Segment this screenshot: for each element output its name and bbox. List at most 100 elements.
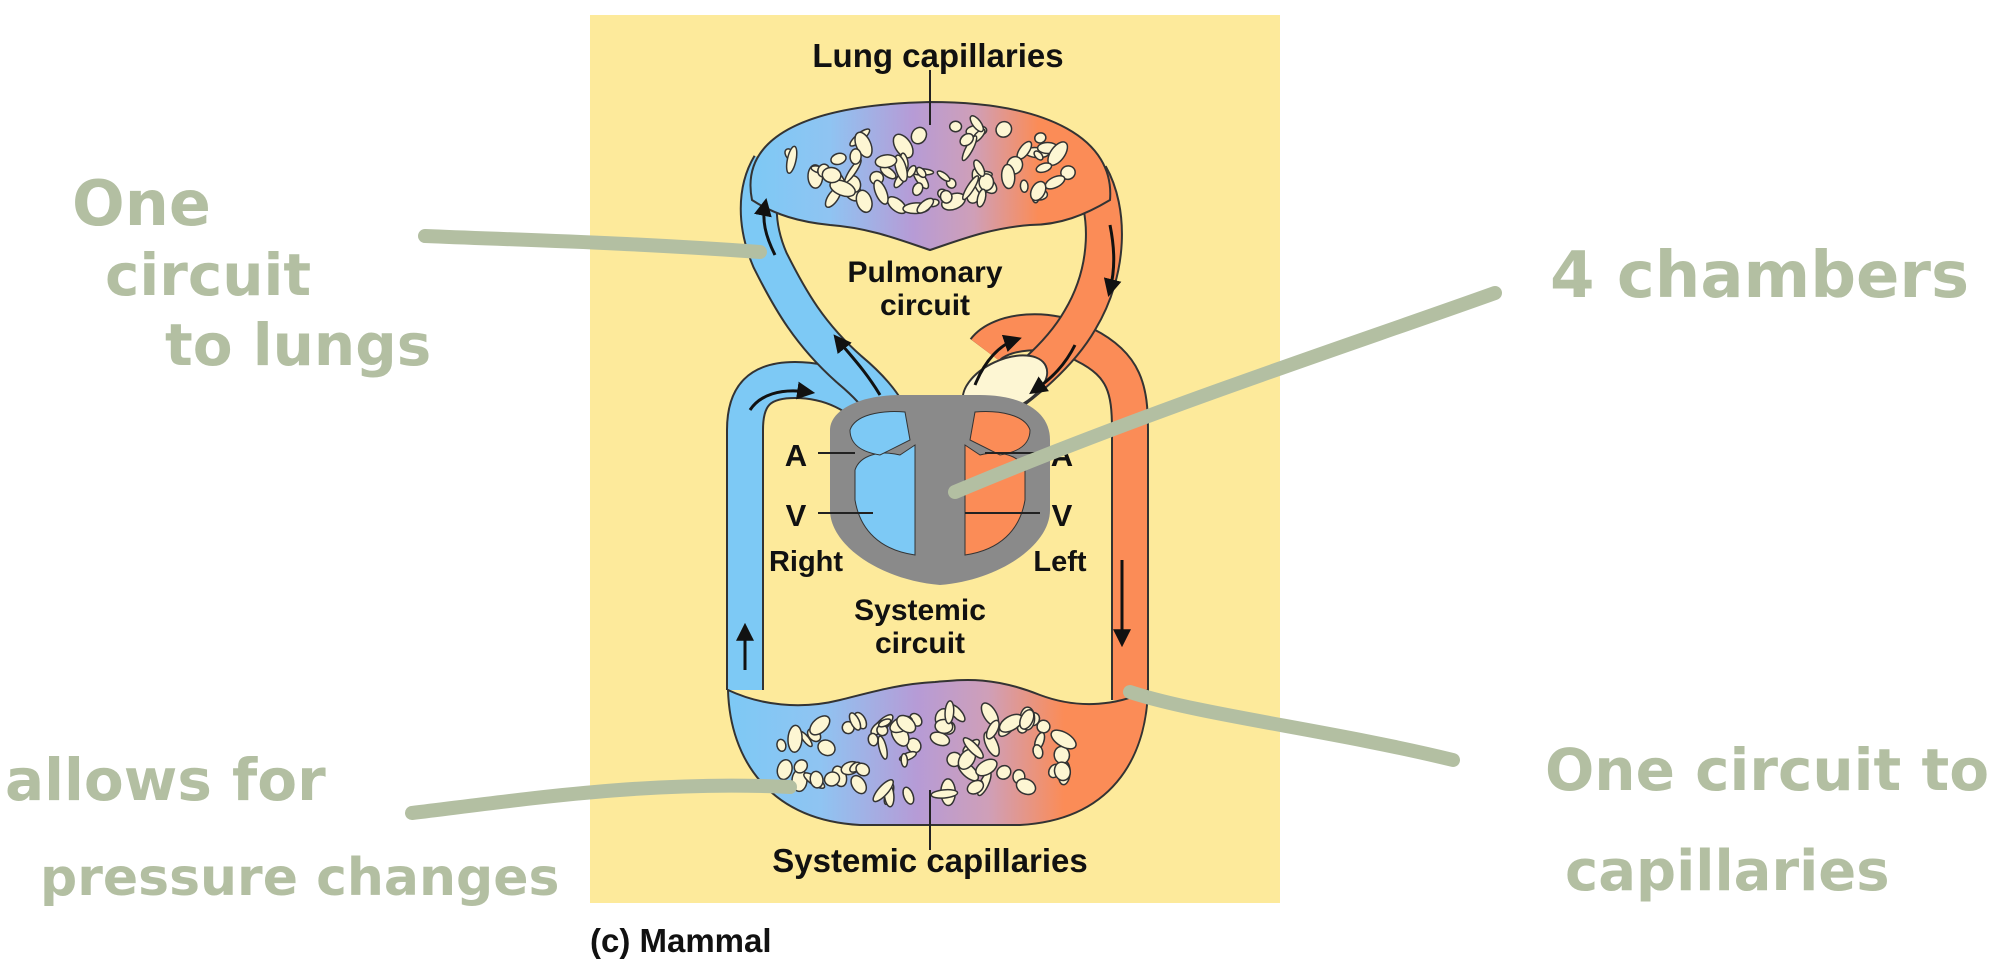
capillary-gap bbox=[996, 764, 1012, 780]
exchange-note-line-2: pressure changes bbox=[40, 848, 559, 908]
pulmonary-note-line-1: One bbox=[72, 167, 211, 240]
capillary-gap bbox=[855, 189, 873, 214]
right-atrium bbox=[849, 411, 911, 456]
capillary-gap bbox=[1033, 150, 1044, 161]
right-ventricle bbox=[854, 444, 916, 556]
capillary-gap bbox=[902, 786, 915, 805]
leader-lines bbox=[818, 70, 1040, 850]
capillary-gap bbox=[961, 175, 980, 201]
capillary-gap bbox=[1029, 180, 1047, 202]
annotation-strokes bbox=[405, 229, 1502, 820]
systemic-note: One circuit to capillaries bbox=[1545, 736, 1989, 904]
capillary-gap bbox=[823, 771, 841, 787]
lung-capillaries-label: Lung capillaries bbox=[812, 37, 1063, 74]
capillary-gap bbox=[930, 788, 959, 799]
exchange-note: allows for pressure changes bbox=[5, 746, 559, 908]
capillary-gap bbox=[962, 737, 984, 759]
capillary-gap bbox=[892, 133, 914, 159]
capillary-gap bbox=[985, 719, 1000, 740]
capillary-gap bbox=[877, 735, 888, 760]
capillary-gap bbox=[787, 724, 803, 753]
lung-capillary-bed bbox=[749, 100, 1112, 252]
capillary-gap bbox=[995, 120, 1013, 138]
capillary-gap bbox=[830, 152, 847, 166]
capillary-gap bbox=[849, 148, 862, 165]
capillary-gap bbox=[894, 154, 908, 183]
capillary-gap bbox=[1015, 777, 1037, 796]
capillary-gap bbox=[1035, 162, 1053, 174]
capillary-gap bbox=[867, 732, 879, 747]
capillary-gap bbox=[850, 774, 868, 795]
capillary-gap bbox=[1019, 708, 1035, 730]
capillary-gap bbox=[961, 135, 978, 162]
arrow-pulmonary-up-2 bbox=[833, 334, 882, 396]
arrow-pulmonary-up-1 bbox=[754, 197, 777, 256]
capillary-gap bbox=[973, 159, 986, 178]
capillary-gap bbox=[793, 759, 809, 774]
pulmonary-note: One circuit to lungs bbox=[72, 167, 431, 379]
systemic-note-pointer bbox=[1123, 685, 1460, 767]
pulmonary-note-pointer bbox=[418, 229, 767, 259]
right-atrium-label: A bbox=[785, 438, 807, 473]
capillary-gap bbox=[1060, 165, 1076, 181]
capillary-gap bbox=[877, 718, 892, 728]
pulmonary-note-line-2: circuit bbox=[105, 241, 311, 309]
capillary-gap bbox=[915, 166, 927, 179]
capillary-gap bbox=[1033, 132, 1047, 144]
capillary-gap bbox=[809, 715, 831, 736]
systemic-capillaries-label: Systemic capillaries bbox=[772, 842, 1088, 879]
systemic-circuit-label-2: circuit bbox=[875, 627, 965, 660]
capillary-gap bbox=[916, 197, 935, 214]
capillary-gap bbox=[809, 770, 824, 789]
capillary-gap bbox=[896, 714, 917, 734]
capillary-gap bbox=[959, 132, 975, 147]
capillary-gap bbox=[900, 752, 909, 768]
capillary-gap bbox=[936, 170, 951, 182]
arrow-vena-cava bbox=[748, 381, 816, 411]
systemic-capillary-gaps bbox=[776, 700, 1077, 808]
pulmonary-circuit-label-2: circuit bbox=[880, 289, 970, 322]
pulmonary-circuit-label-1: Pulmonary bbox=[847, 256, 1002, 289]
capillary-gap bbox=[910, 126, 928, 145]
exchange-note-pointer bbox=[405, 778, 797, 820]
capillary-gap bbox=[944, 700, 955, 725]
capillary-gap bbox=[873, 179, 889, 205]
flow-arrows bbox=[736, 197, 1131, 670]
left-ventricle-label: V bbox=[1052, 498, 1073, 533]
systemic-note-line-2: capillaries bbox=[1565, 839, 1890, 904]
capillary-gap bbox=[906, 164, 917, 178]
capillary-gap bbox=[911, 182, 924, 197]
capillary-gap bbox=[874, 154, 898, 169]
capillary-gap bbox=[948, 120, 963, 133]
capillary-gap bbox=[855, 762, 871, 777]
capillary-gap bbox=[976, 188, 987, 208]
left-side-label: Left bbox=[1033, 546, 1087, 578]
systemic-circuit-label-1: Systemic bbox=[854, 594, 986, 627]
capillary-gap bbox=[1050, 729, 1077, 750]
systemic-capillary-bed bbox=[726, 678, 1150, 826]
capillary-gap bbox=[872, 779, 894, 803]
capillary-gap bbox=[776, 759, 793, 781]
capillary-gap bbox=[975, 758, 998, 777]
right-ventricle-label: V bbox=[786, 498, 807, 533]
capillary-gap bbox=[1019, 179, 1029, 194]
left-atrium bbox=[969, 411, 1031, 456]
systemic-note-line-1: One circuit to bbox=[1545, 736, 1989, 804]
capillary-gap bbox=[785, 145, 798, 174]
capillary-gap bbox=[939, 189, 953, 204]
capillary-gap bbox=[969, 115, 985, 133]
arrow-pulmonary-vein-down bbox=[1103, 224, 1122, 297]
pulmonary-note-line-3: to lungs bbox=[165, 311, 431, 379]
capillary-gap bbox=[821, 166, 842, 184]
capillary-gap bbox=[1036, 719, 1051, 734]
arrow-aorta bbox=[973, 334, 1022, 386]
capillary-gap bbox=[1032, 744, 1044, 760]
right-side-label: Right bbox=[769, 546, 843, 578]
capillary-gap bbox=[1053, 761, 1072, 782]
capillary-gap bbox=[1000, 163, 1016, 190]
capillary-gap bbox=[776, 738, 787, 752]
lung-capillary-gaps bbox=[784, 115, 1076, 215]
capillary-gap bbox=[966, 779, 985, 795]
chambers-note: 4 chambers bbox=[1550, 239, 1969, 313]
